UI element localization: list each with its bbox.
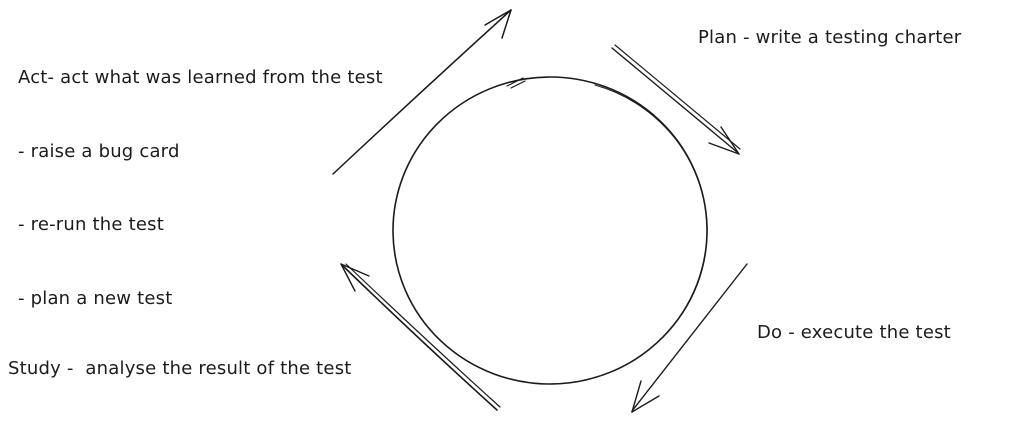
arrow-do-to-study-icon — [631, 263, 748, 413]
act-label-block: Act- act what was learned from the test … — [18, 17, 383, 360]
circle-join-mark — [506, 77, 526, 89]
do-label: Do - execute the test — [757, 322, 951, 343]
study-label: Study - analyse the result of the test — [8, 358, 352, 379]
cycle-circle — [392, 76, 708, 385]
arrow-act-to-plan-icon — [332, 9, 512, 175]
arrow-plan-to-do-icon — [611, 44, 741, 155]
act-bullet-raise-bug-card: - raise a bug card — [18, 140, 180, 162]
plan-label: Plan - write a testing charter — [698, 27, 962, 48]
arrow-study-to-act-icon — [340, 263, 501, 411]
act-bullet-plan-new-test: - plan a new test — [18, 287, 173, 309]
act-title: Act- act what was learned from the test — [18, 67, 383, 88]
act-bullet-rerun-test: - re-run the test — [18, 214, 164, 235]
